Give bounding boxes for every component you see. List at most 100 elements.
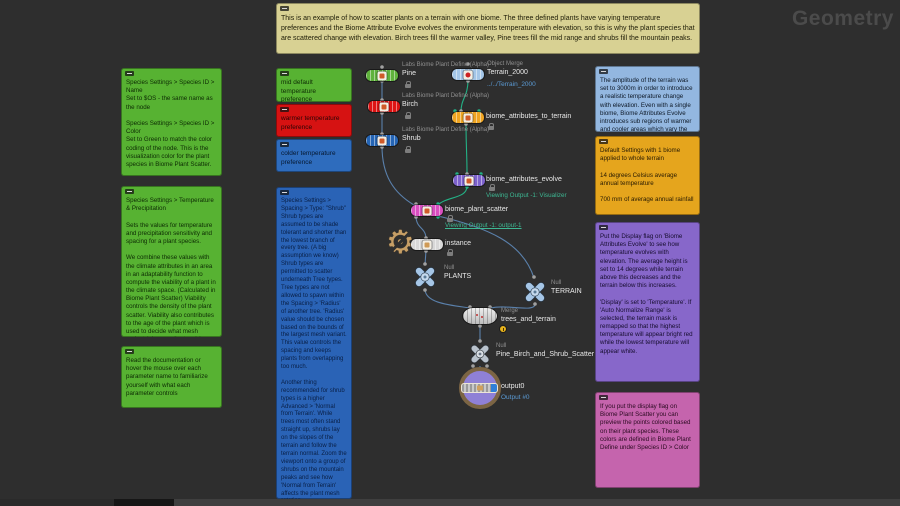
network-context-watermark: Geometry <box>791 7 894 30</box>
node-terrain-2000[interactable] <box>452 69 484 80</box>
wire-shrub-scatter <box>381 145 415 206</box>
output-index-label: Output #0 <box>501 394 530 401</box>
wire-attribs-evolve <box>465 122 468 176</box>
node-name-label: instance <box>445 240 472 247</box>
note-collapse-icon[interactable] <box>125 71 134 76</box>
lock-icon <box>405 146 411 153</box>
note-text: colder temperature preference <box>281 150 336 166</box>
sticky-note-preview-points[interactable]: If you put the display flag on Biome Pla… <box>595 392 700 488</box>
sticky-note-amplitude[interactable]: The amplitude of the terrain was set to … <box>595 66 700 132</box>
note-text: Species Settings > Spacing > Type: "Shru… <box>281 198 347 499</box>
sticky-note-warm-pref[interactable]: warmer temperature preference <box>276 104 352 137</box>
sticky-note-cold-pref[interactable]: colder temperature preference <box>276 139 352 172</box>
node-type-label: Null <box>444 265 455 271</box>
sticky-note-temp-precip[interactable]: Species Settings > Temperature & Precipi… <box>121 186 222 337</box>
null-node-icon <box>525 282 545 302</box>
sticky-note-defaults[interactable]: Default Settings with 1 biome applied to… <box>595 136 700 215</box>
node-name-label: output0 <box>501 383 525 390</box>
note-text: warmer temperature preference <box>281 115 340 131</box>
node-instance[interactable] <box>411 239 443 250</box>
node-biome-plant-scatter[interactable] <box>411 205 443 216</box>
note-collapse-icon[interactable] <box>125 349 134 354</box>
plant-define-icon <box>379 102 389 111</box>
node-name-label: biome_plant_scatter <box>445 206 509 213</box>
lock-icon <box>405 81 411 88</box>
null-node-icon <box>470 344 490 364</box>
plant-define-icon <box>377 136 387 145</box>
note-collapse-icon[interactable] <box>280 107 289 112</box>
biome-evolve-icon <box>464 176 474 185</box>
plant-scatter-icon <box>422 206 432 215</box>
wire-evolve-scatter <box>437 185 468 206</box>
wire-terrain2000-attribs <box>460 79 469 113</box>
note-text: Species Settings > Temperature & Precipi… <box>126 197 216 337</box>
note-text: Put the Display flag on 'Biome Attribute… <box>600 233 693 355</box>
node-connectors <box>380 62 537 376</box>
note-collapse-icon[interactable] <box>280 6 289 11</box>
null-node-icon <box>415 267 435 287</box>
output-flag-bar[interactable] <box>461 383 498 393</box>
wire-scatter-terrainnull <box>437 215 535 279</box>
node-birch[interactable] <box>368 101 400 112</box>
warning-badge-icon[interactable] <box>500 326 506 332</box>
note-text: If you put the display flag on Biome Pla… <box>600 403 691 451</box>
node-pine-birch-shrub-scatter[interactable] <box>467 341 493 372</box>
sticky-note-mid-pref[interactable]: mid default temperature preference <box>276 68 352 102</box>
note-text: Default Settings with 1 biome applied to… <box>600 147 694 204</box>
biome-attributes-icon <box>463 113 473 122</box>
node-biome-attributes-to-terrain[interactable] <box>452 112 484 123</box>
node-trees-and-terrain[interactable] <box>463 308 497 324</box>
sticky-note-read-docs[interactable]: Read the documentation or hover the mous… <box>121 346 222 408</box>
terrain-chain-connectors <box>436 109 483 219</box>
sticky-note-intro[interactable]: This is an example of how to scatter pla… <box>276 3 700 54</box>
node-name-label: biome_attributes_to_terrain <box>486 113 572 120</box>
wire-terrainnull-merge <box>490 303 536 309</box>
node-type-label: Labs Biome Plant Define (Alpha) <box>402 62 490 68</box>
viewing-output-label: Viewing Output -1: output-1 <box>445 222 522 229</box>
node-name-label: Shrub <box>402 135 421 142</box>
note-collapse-icon[interactable] <box>599 395 608 400</box>
note-collapse-icon[interactable] <box>599 225 608 230</box>
node-name-label: Pine_Birch_and_Shrub_Scatter <box>496 351 595 358</box>
lock-icon <box>447 215 453 222</box>
lock-icon <box>488 123 494 130</box>
node-type-label: Labs Biome Plant Define (Alpha) <box>402 127 490 133</box>
note-text: The amplitude of the terrain was set to … <box>600 77 693 132</box>
object-merge-icon <box>463 70 473 79</box>
node-type-label: Labs Biome Plant Define (Alpha) <box>402 93 490 99</box>
viewing-output-label: Viewing Output -1: Visualizer <box>486 192 567 199</box>
note-text: This is an example of how to scatter pla… <box>281 15 695 42</box>
note-collapse-icon[interactable] <box>125 189 134 194</box>
node-plants[interactable] <box>411 263 439 296</box>
wire-scatter-instance <box>415 215 427 240</box>
note-text: mid default temperature preference <box>281 79 317 102</box>
node-name-label: TERRAIN <box>551 288 582 295</box>
note-collapse-icon[interactable] <box>280 142 289 147</box>
node-type-label: Null <box>496 343 507 349</box>
node-name-label: Birch <box>402 101 418 108</box>
merge-icon <box>476 314 478 316</box>
merge-icon <box>481 316 483 318</box>
horizontal-scrollbar[interactable] <box>174 499 900 506</box>
note-text: Species Settings > Species ID > Name Set… <box>126 79 215 168</box>
wire-plants-merge <box>424 288 471 309</box>
note-collapse-icon[interactable] <box>599 139 608 144</box>
node-biome-attributes-evolve[interactable] <box>453 175 485 186</box>
node-name-label: Terrain_2000 <box>487 69 528 76</box>
sticky-note-species-id[interactable]: Species Settings > Species ID > Name Set… <box>121 68 222 176</box>
node-type-label: Merge <box>501 308 519 314</box>
node-shrub[interactable] <box>366 135 398 146</box>
lock-icon <box>447 249 453 256</box>
sticky-note-display-flag[interactable]: Put the Display flag on 'Biome Attribute… <box>595 222 700 382</box>
sticky-note-shrub-spacing[interactable]: Species Settings > Spacing > Type: "Shru… <box>276 187 352 499</box>
note-collapse-icon[interactable] <box>599 69 608 74</box>
note-collapse-icon[interactable] <box>280 71 289 76</box>
node-type-label: Null <box>551 280 562 286</box>
node-pine[interactable] <box>366 70 398 81</box>
note-text: Read the documentation or hover the mous… <box>126 357 208 397</box>
note-collapse-icon[interactable] <box>280 190 289 195</box>
plant-define-icon <box>377 71 387 80</box>
node-terrain[interactable] <box>521 278 549 311</box>
gear-icon: ⚙ <box>386 224 415 260</box>
